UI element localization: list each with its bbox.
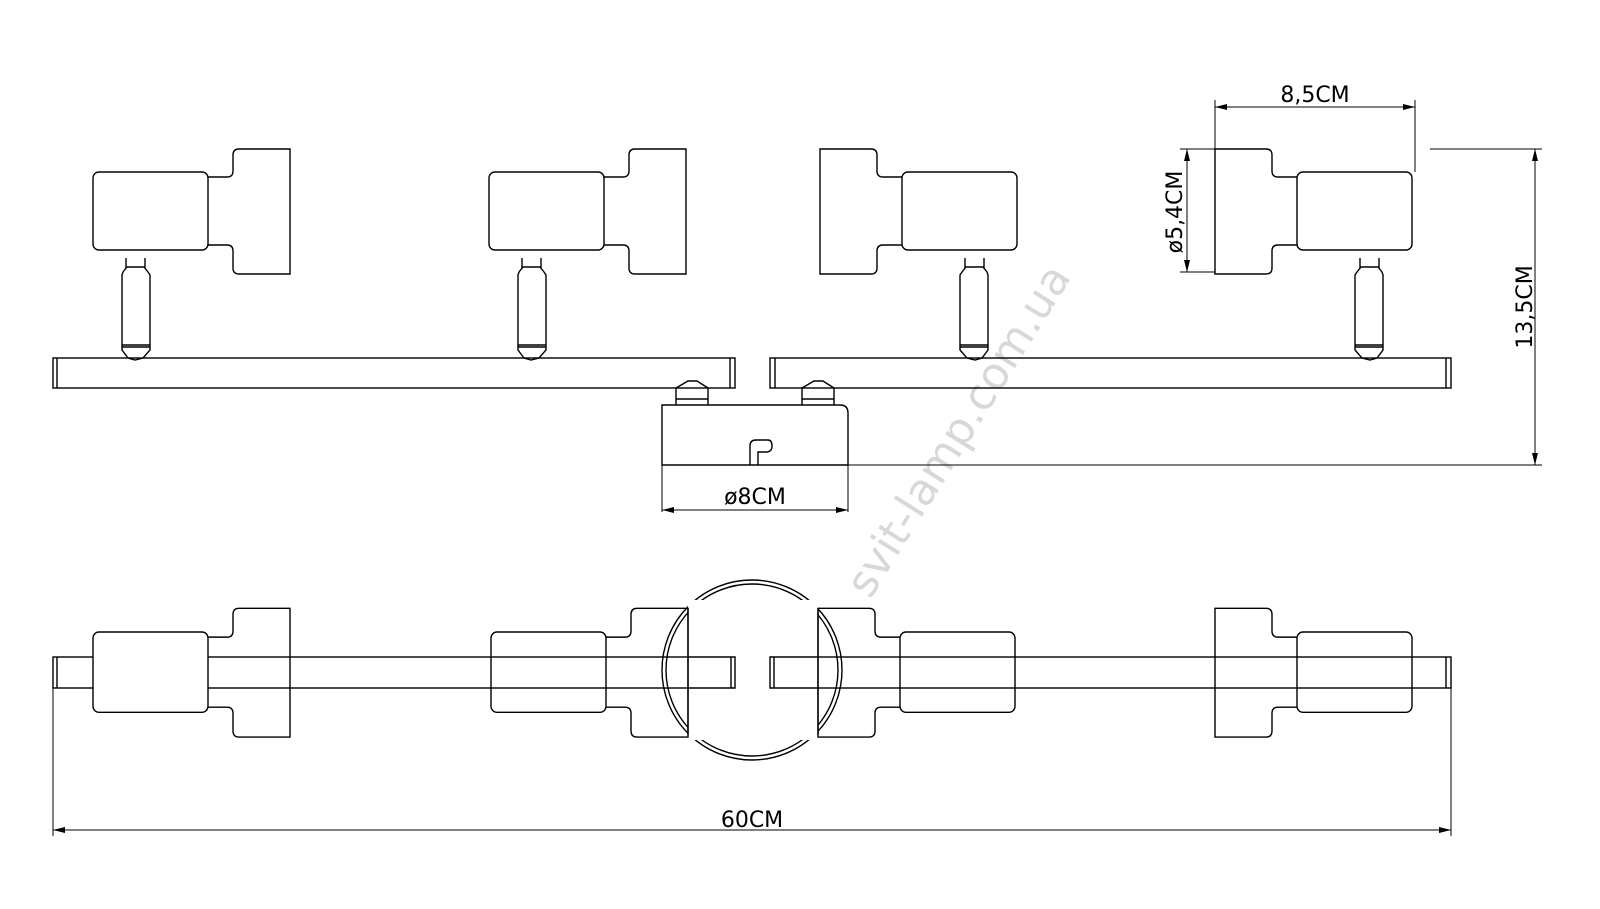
ceiling-base <box>661 380 849 466</box>
dimension-total-height: 13,5CM <box>848 148 1542 466</box>
spotlight-4 <box>1215 149 1412 360</box>
spotlight-3-top <box>817 607 1016 738</box>
dimension-total-length: 60CM <box>52 688 1452 836</box>
spotlight-2-top <box>490 607 689 738</box>
head-diameter-label: ø5,4CM <box>1163 171 1188 254</box>
spotlight-4-top <box>1214 607 1413 738</box>
dimension-head-diameter: ø5,4CM <box>1163 148 1215 273</box>
dimension-head-length: 8,5CM <box>1214 83 1416 172</box>
spotlight-3 <box>820 149 1017 360</box>
spotlight-2 <box>489 149 686 360</box>
total-height-label: 13,5CM <box>1513 265 1538 348</box>
watermark: svit-lamp.com.ua <box>836 256 1081 606</box>
side-view <box>52 149 1452 466</box>
left-bar <box>52 357 736 389</box>
dimension-base-diameter: ø8CM <box>661 465 849 513</box>
right-bar <box>769 357 1452 389</box>
top-down-view <box>52 579 1452 761</box>
base-diameter-label: ø8CM <box>724 485 786 510</box>
spotlight-1 <box>93 149 290 360</box>
total-length-label: 60CM <box>721 808 783 833</box>
head-length-label: 8,5CM <box>1280 83 1349 108</box>
